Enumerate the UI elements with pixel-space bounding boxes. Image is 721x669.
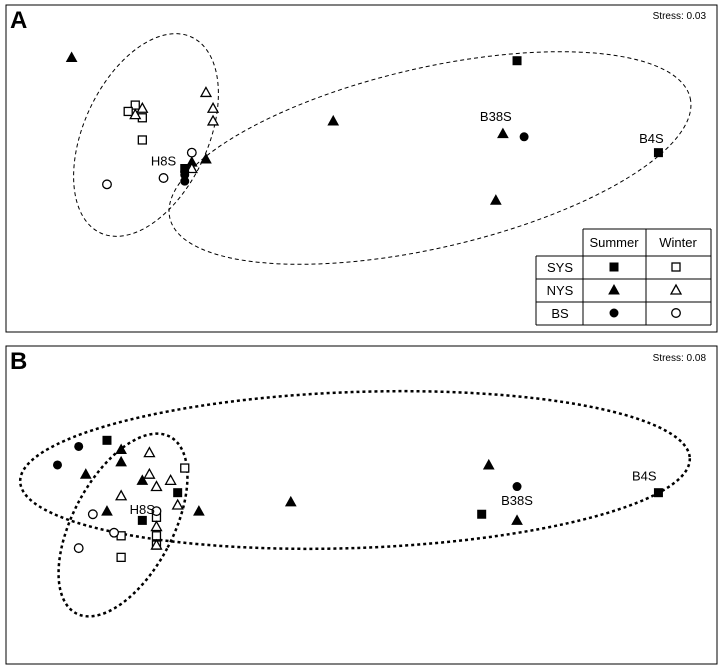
point-sys-winter (137, 135, 147, 145)
point-sys-summer (137, 515, 147, 525)
point-bs-summer (519, 132, 529, 142)
point-bs-winter (158, 173, 169, 183)
panel-b-ellipses (18, 389, 692, 618)
point-nys-summer (65, 51, 78, 63)
point-nys-winter (136, 101, 149, 113)
point-bs-summer (180, 176, 190, 186)
point-bs-winter (102, 179, 112, 190)
panel-a-points (65, 51, 663, 205)
panel-a-point-labels: H8S B38S B4S (151, 109, 664, 168)
point-bs-winter (186, 147, 197, 158)
panel-b-frame (5, 345, 718, 665)
legend-row-label: BS (551, 306, 569, 321)
panel-a-ellipse-right (168, 51, 692, 265)
point-label-b38s: B38S (501, 493, 533, 508)
legend: Summer Winter SYS NYS BS (535, 228, 712, 326)
point-bs-winter (73, 543, 84, 554)
point-sys-winter (116, 552, 126, 563)
point-sys-summer (653, 488, 663, 498)
point-nys-summer (489, 194, 502, 205)
panel-a-frame (5, 4, 718, 333)
point-sys-summer (653, 148, 663, 158)
legend-markers (608, 262, 683, 318)
point-nys-winter (150, 538, 163, 550)
point-nys-summer (497, 127, 509, 139)
point-nys-winter (199, 86, 213, 98)
point-nys-winter (129, 108, 142, 120)
point-nys-summer (193, 505, 205, 516)
point-sys-winter (123, 106, 133, 117)
legend-header-summer: Summer (589, 235, 639, 250)
point-nys-summer (101, 505, 113, 516)
point-sys-summer (102, 435, 112, 445)
panel-b-points (52, 435, 663, 563)
point-nys-summer (511, 514, 523, 525)
legend-marker-filled-square (609, 262, 619, 272)
point-sys-winter (151, 531, 162, 541)
legend-header-winter: Winter (659, 235, 697, 250)
point-bs-winter (87, 509, 98, 520)
point-nys-winter (143, 446, 156, 458)
legend-marker-open-circle (671, 308, 681, 318)
legend-marker-filled-triangle (608, 283, 620, 295)
point-nys-winter (171, 498, 184, 510)
panel-b-letter: B (10, 348, 27, 375)
point-bs-summer (52, 460, 62, 470)
point-sys-summer (173, 488, 183, 498)
point-nys-summer (482, 458, 495, 470)
panel-a-letter: A (10, 7, 27, 34)
panel-b-point-labels: H8S B38S B4S (130, 468, 657, 517)
legend-marker-filled-circle (609, 308, 619, 318)
point-nys-winter (164, 474, 177, 486)
point-nys-summer (115, 443, 127, 455)
point-nys-winter (206, 114, 220, 126)
point-bs-summer (512, 482, 522, 492)
point-sys-summer (512, 56, 522, 66)
point-nys-summer (79, 468, 92, 479)
point-label-b38s: B38S (480, 109, 512, 124)
legend-background (536, 229, 711, 325)
point-nys-summer (115, 455, 127, 467)
point-label-h8s: H8S (130, 502, 156, 517)
point-sys-summer (477, 509, 487, 519)
point-nys-winter (185, 162, 198, 174)
legend-marker-open-square (671, 262, 681, 272)
point-nys-summer (200, 152, 212, 164)
point-nys-winter (150, 520, 163, 532)
point-nys-winter (150, 480, 163, 492)
panel-a-stress: Stress: 0.03 (653, 11, 707, 22)
point-label-b4s: B4S (639, 131, 664, 146)
point-nys-summer (327, 114, 340, 126)
legend-row-label: NYS (547, 283, 574, 298)
point-nys-winter (115, 489, 128, 501)
point-nys-summer (136, 474, 149, 485)
point-sys-winter (180, 463, 190, 473)
panel-b-ellipse-large (18, 389, 692, 551)
point-nys-winter (206, 101, 220, 113)
point-bs-summer (74, 441, 84, 451)
point-nys-winter (143, 467, 156, 479)
point-label-b4s: B4S (632, 468, 657, 483)
point-label-h8s: H8S (151, 153, 177, 168)
panel-b-stress: Stress: 0.08 (653, 353, 707, 364)
point-nys-summer (284, 495, 297, 507)
legend-marker-open-triangle (669, 283, 683, 295)
panel-a-ellipse-left (73, 33, 219, 237)
panel-b-ellipse-small (57, 432, 189, 618)
legend-row-label: SYS (547, 260, 573, 275)
point-bs-winter (151, 506, 162, 517)
point-bs-winter (109, 527, 120, 538)
